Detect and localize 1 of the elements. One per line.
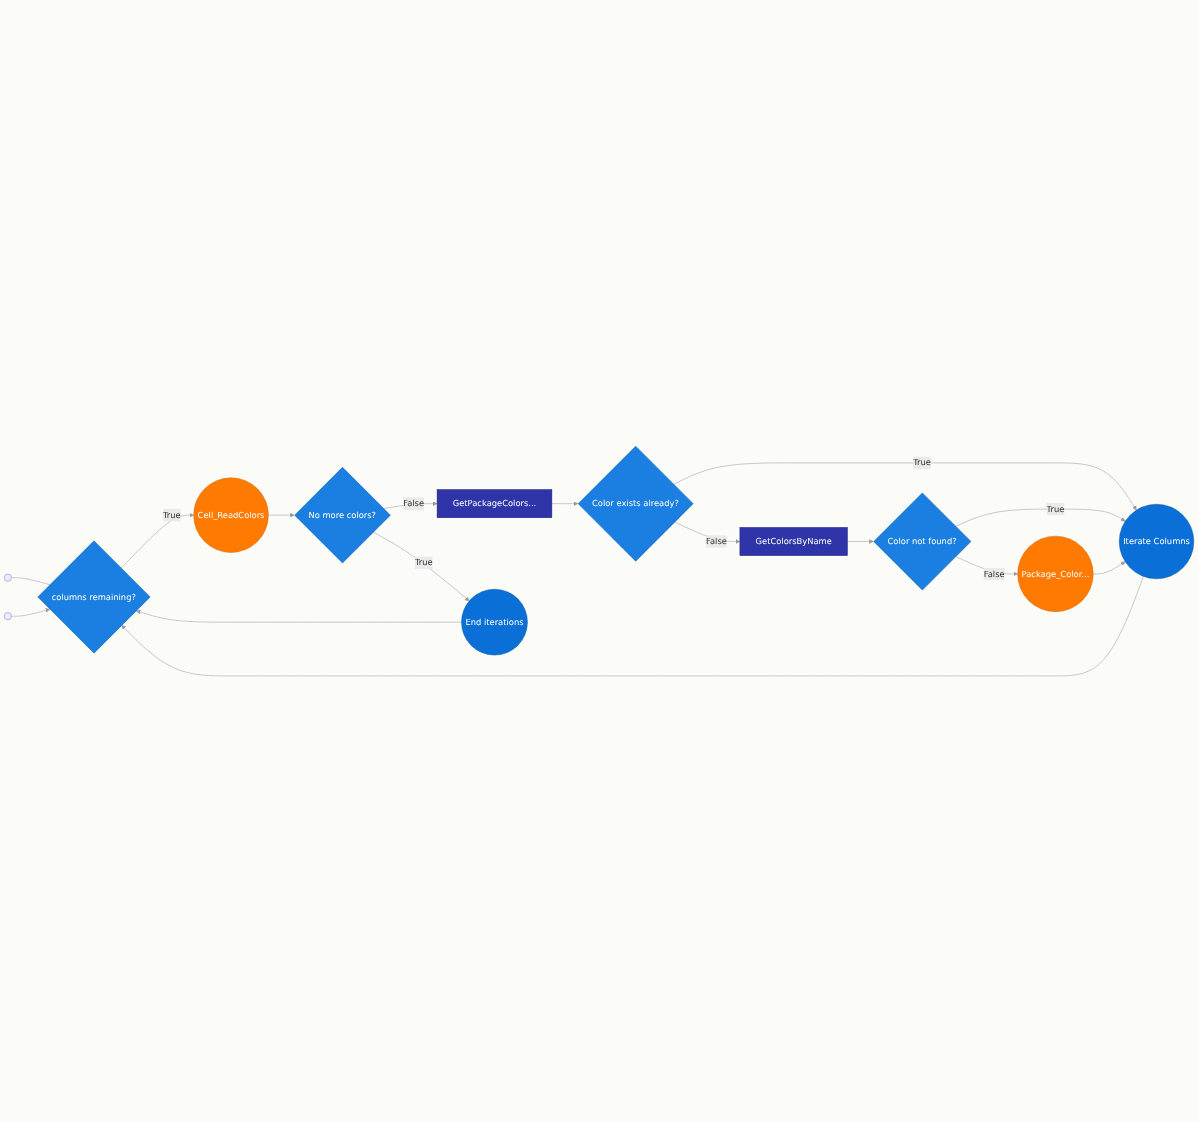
connector — [11, 577, 51, 585]
